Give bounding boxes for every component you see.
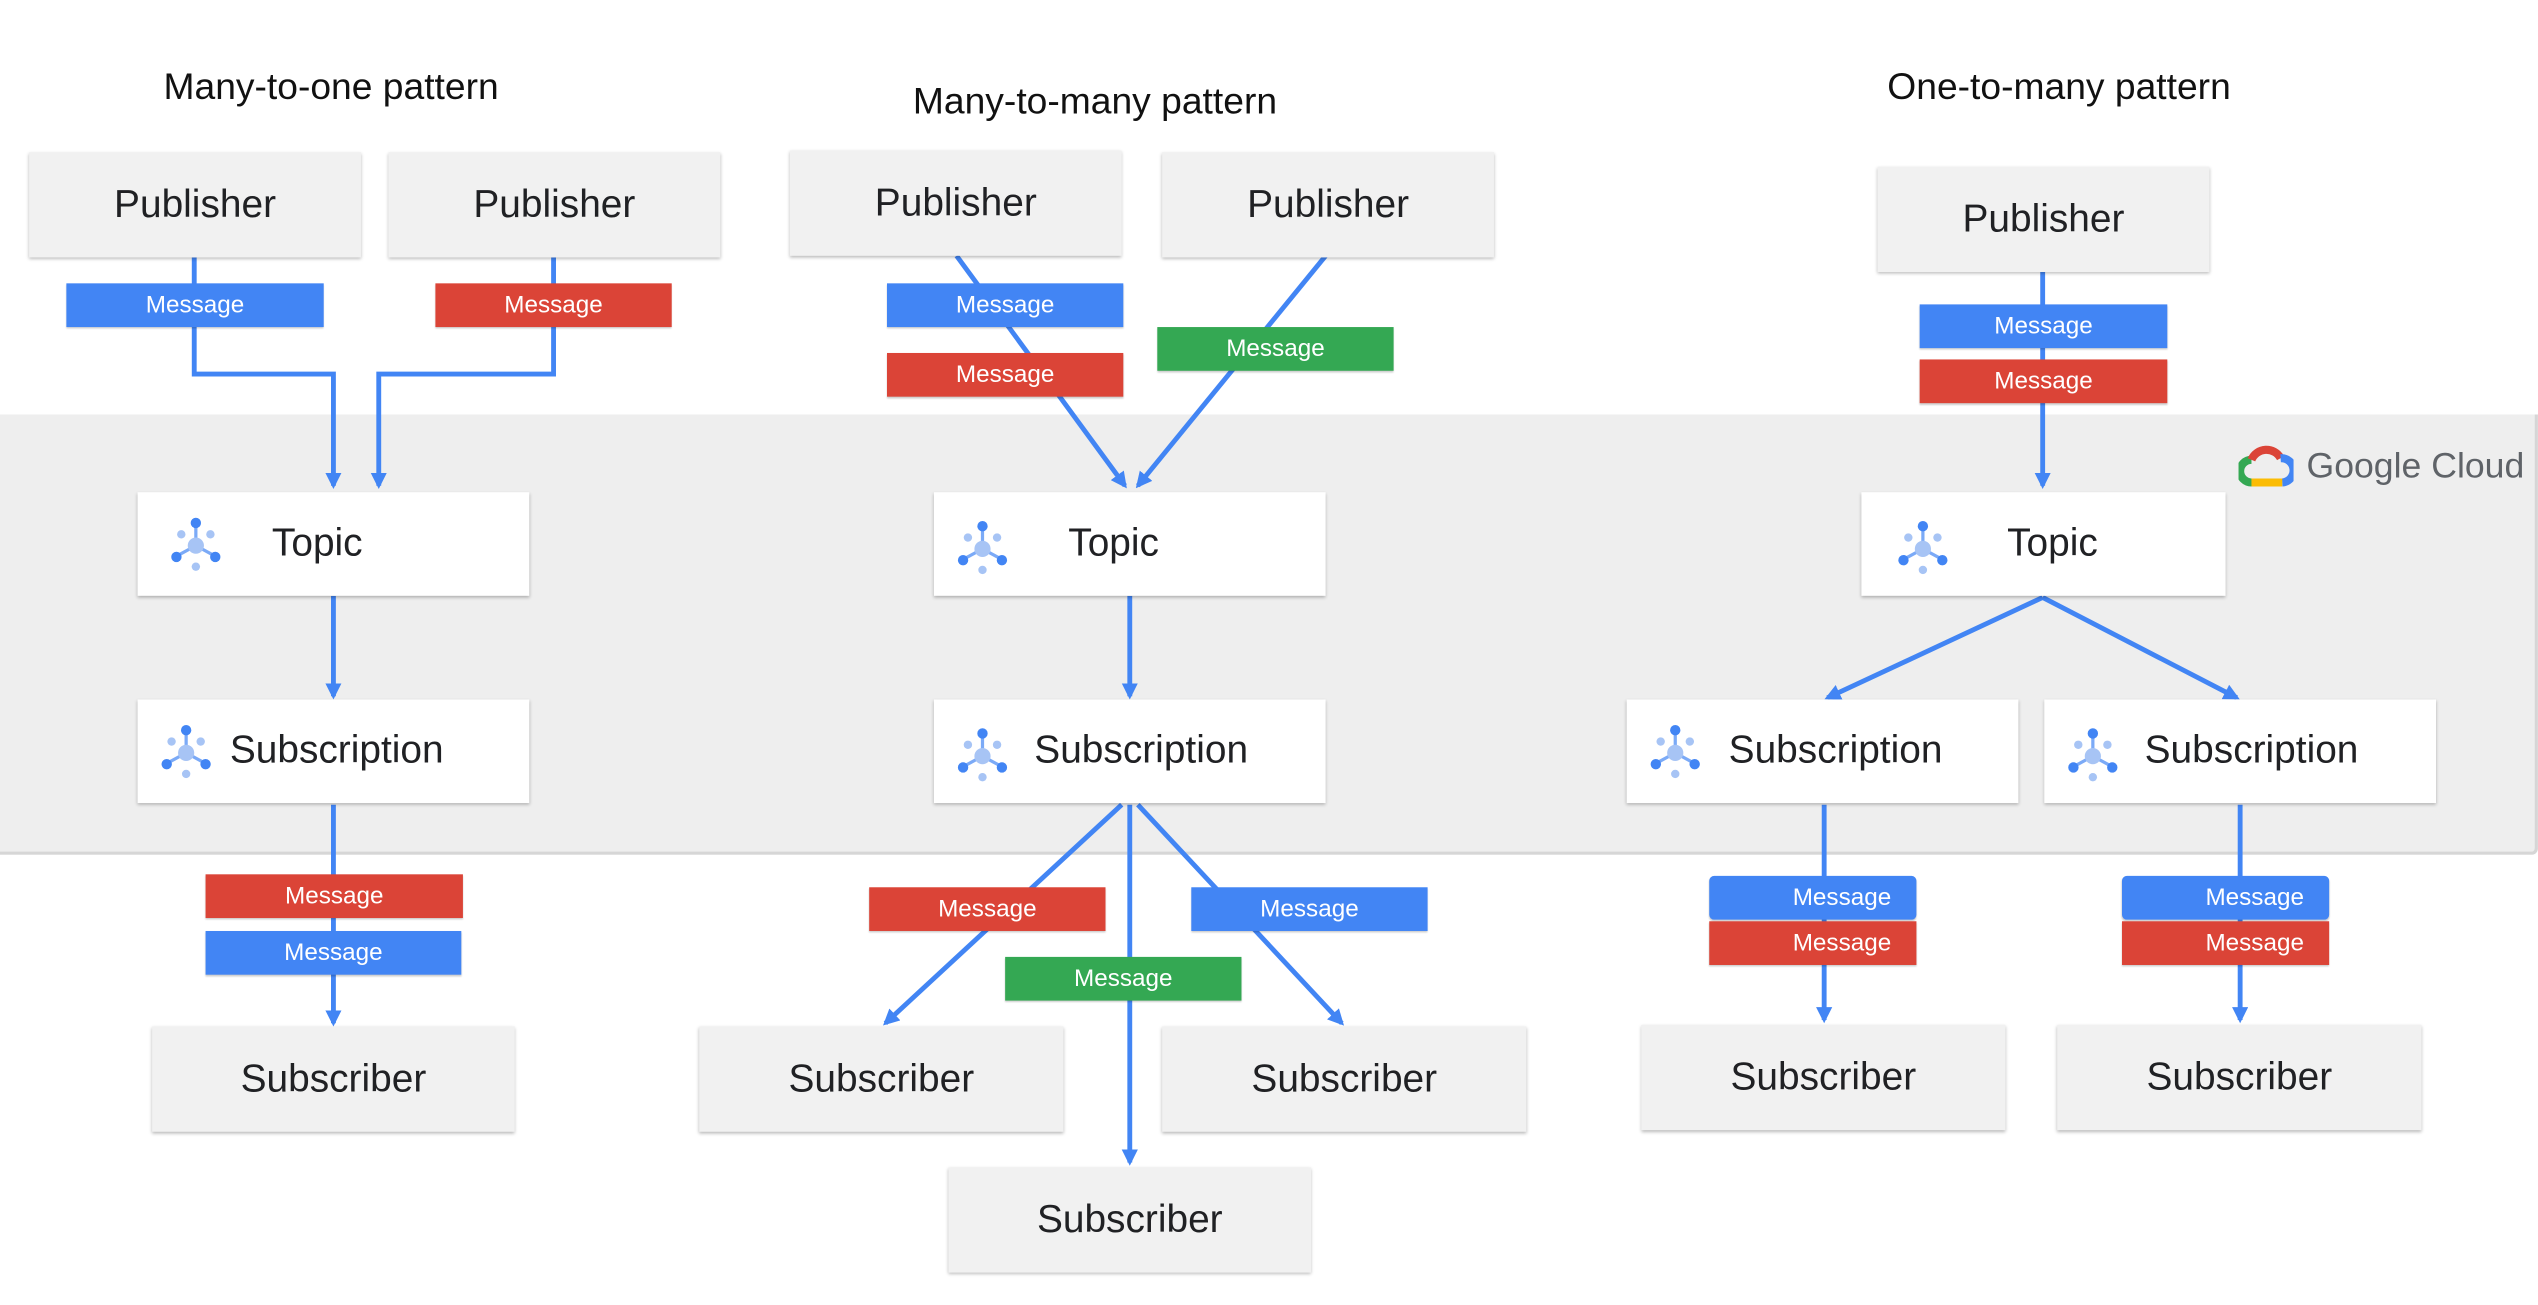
- m2o-publisher-1: Publisher: [29, 152, 361, 258]
- m2m-message-red-1: Message: [886, 352, 1124, 397]
- m2m-publisher-1: Publisher: [789, 150, 1122, 256]
- o2m-subscriber-2: Subscriber: [2057, 1024, 2422, 1131]
- m2o-publisher-2: Publisher: [388, 152, 721, 258]
- m2o-message-blue-2: Message: [205, 930, 462, 975]
- one-to-many-title: One-to-many pattern: [1887, 64, 2231, 107]
- pubsub-icon: [953, 518, 1011, 576]
- m2o-subscriber: Subscriber: [152, 1026, 515, 1132]
- m2m-message-green-1: Message: [1157, 327, 1394, 371]
- m2m-subscriber-3: Subscriber: [948, 1167, 1312, 1273]
- arrow-o2m-topic-sub1: [1824, 595, 2044, 701]
- m2o-message-red-1: Message: [435, 283, 672, 328]
- pubsub-icon: [167, 515, 225, 573]
- o2m-topic-label: Topic: [2007, 521, 2098, 566]
- o2m-subscription-1: Subscription: [1626, 699, 2019, 804]
- m2m-subscription: Subscription: [933, 699, 1326, 804]
- m2m-message-green-2: Message: [1005, 956, 1242, 1001]
- o2m-topic: Topic: [1861, 492, 2226, 596]
- o2m-subscriber-1: Subscriber: [1641, 1024, 2006, 1131]
- pubsub-icon: [953, 725, 1011, 783]
- m2m-publisher-2: Publisher: [1162, 152, 1494, 258]
- m2o-message-blue-1: Message: [66, 283, 324, 328]
- pubsub-icon: [2064, 725, 2122, 783]
- pubsub-icon: [157, 722, 215, 780]
- pubsub-icon: [1894, 518, 1952, 576]
- m2m-subscriber-2: Subscriber: [1162, 1026, 1527, 1132]
- m2m-topic-label: Topic: [1068, 521, 1159, 566]
- m2m-subscription-label: Subscription: [1034, 728, 1249, 773]
- google-cloud-label: Google Cloud: [2306, 445, 2525, 486]
- o2m-subscription-2-label: Subscription: [2144, 728, 2359, 773]
- many-to-one-title: Many-to-one pattern: [163, 64, 499, 107]
- m2o-topic: Topic: [137, 492, 530, 596]
- m2m-subscriber-1: Subscriber: [699, 1026, 1064, 1132]
- m2m-message-red-2: Message: [869, 887, 1106, 931]
- o2m-message-red-2: Message: [1709, 921, 1917, 965]
- o2m-message-red-3: Message: [2121, 921, 2330, 965]
- o2m-publisher: Publisher: [1877, 166, 2210, 273]
- m2m-message-blue-2: Message: [1191, 887, 1428, 931]
- m2o-message-red-2: Message: [205, 874, 463, 919]
- o2m-message-blue-2: Message: [1709, 875, 1917, 920]
- google-cloud-logo: Google Cloud: [2238, 444, 2525, 489]
- o2m-message-blue-3: Message: [2121, 875, 2330, 920]
- arrow-o2m-topic-sub2: [2041, 595, 2240, 700]
- m2m-message-blue-1: Message: [886, 283, 1124, 328]
- m2o-topic-label: Topic: [271, 521, 363, 566]
- m2o-subscription-label: Subscription: [229, 728, 444, 773]
- o2m-message-red-1: Message: [1919, 359, 2168, 404]
- many-to-many-title: Many-to-many pattern: [912, 79, 1278, 122]
- o2m-subscription-1-label: Subscription: [1728, 728, 1943, 773]
- o2m-subscription-2: Subscription: [2044, 699, 2436, 804]
- o2m-message-blue-1: Message: [1919, 304, 2168, 349]
- m2o-subscription: Subscription: [137, 699, 530, 804]
- google-cloud-logo-icon: [2238, 445, 2294, 487]
- pubsub-icon: [1646, 722, 1704, 780]
- m2m-topic: Topic: [933, 492, 1326, 596]
